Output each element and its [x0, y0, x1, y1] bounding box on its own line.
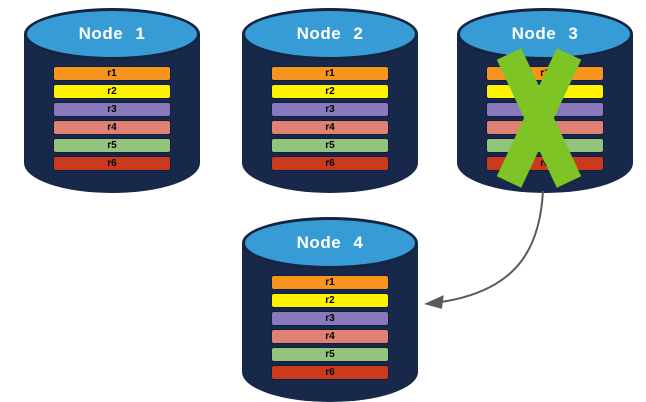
node-1-row-r5: r5: [54, 139, 170, 152]
node-1-row-r1: r1: [54, 67, 170, 80]
node-1-row-r4: r4: [54, 121, 170, 134]
failover-arrow-head: [424, 295, 444, 309]
node-3: Node 3 r1 r2 r3 r4 r5 r6: [457, 8, 633, 193]
node-4-rows: r1 r2 r3 r4 r5 r6: [272, 276, 388, 379]
node-4-row-r2: r2: [272, 294, 388, 307]
node-4-row-r3: r3: [272, 312, 388, 325]
node-4-cylinder-top: [242, 217, 418, 269]
node-1-cylinder-top: [24, 8, 200, 60]
node-4-row-r1: r1: [272, 276, 388, 289]
node-4-row-r5: r5: [272, 348, 388, 361]
node-4-row-r4: r4: [272, 330, 388, 343]
node-2-cylinder-top: [242, 8, 418, 60]
node-1-row-r6: r6: [54, 157, 170, 170]
node-1-row-r2: r2: [54, 85, 170, 98]
node-1: Node 1 r1 r2 r3 r4 r5 r6: [24, 8, 200, 193]
node-2-rows: r1 r2 r3 r4 r5 r6: [272, 67, 388, 170]
node-4-row-r6: r6: [272, 366, 388, 379]
node-2-row-r1: r1: [272, 67, 388, 80]
node-2-row-r4: r4: [272, 121, 388, 134]
node-2: Node 2 r1 r2 r3 r4 r5 r6: [242, 8, 418, 193]
node-4-title: Node 4: [296, 233, 364, 252]
node-2-row-r5: r5: [272, 139, 388, 152]
failure-x-stroke-2: [496, 48, 582, 188]
failover-arrow-line: [440, 190, 544, 303]
node-2-row-r2: r2: [272, 85, 388, 98]
node-3-title: Node 3: [511, 24, 579, 43]
node-2-row-r6: r6: [272, 157, 388, 170]
node-2-row-r3: r3: [272, 103, 388, 116]
node-2-title: Node 2: [296, 24, 364, 43]
node-1-rows: r1 r2 r3 r4 r5 r6: [54, 67, 170, 170]
node-1-row-r3: r3: [54, 103, 170, 116]
failure-x-icon: [496, 48, 582, 188]
node-3-cylinder-top: [457, 8, 633, 60]
node-1-title: Node 1: [78, 24, 146, 43]
node-4: Node 4 r1 r2 r3 r4 r5 r6: [242, 217, 418, 402]
